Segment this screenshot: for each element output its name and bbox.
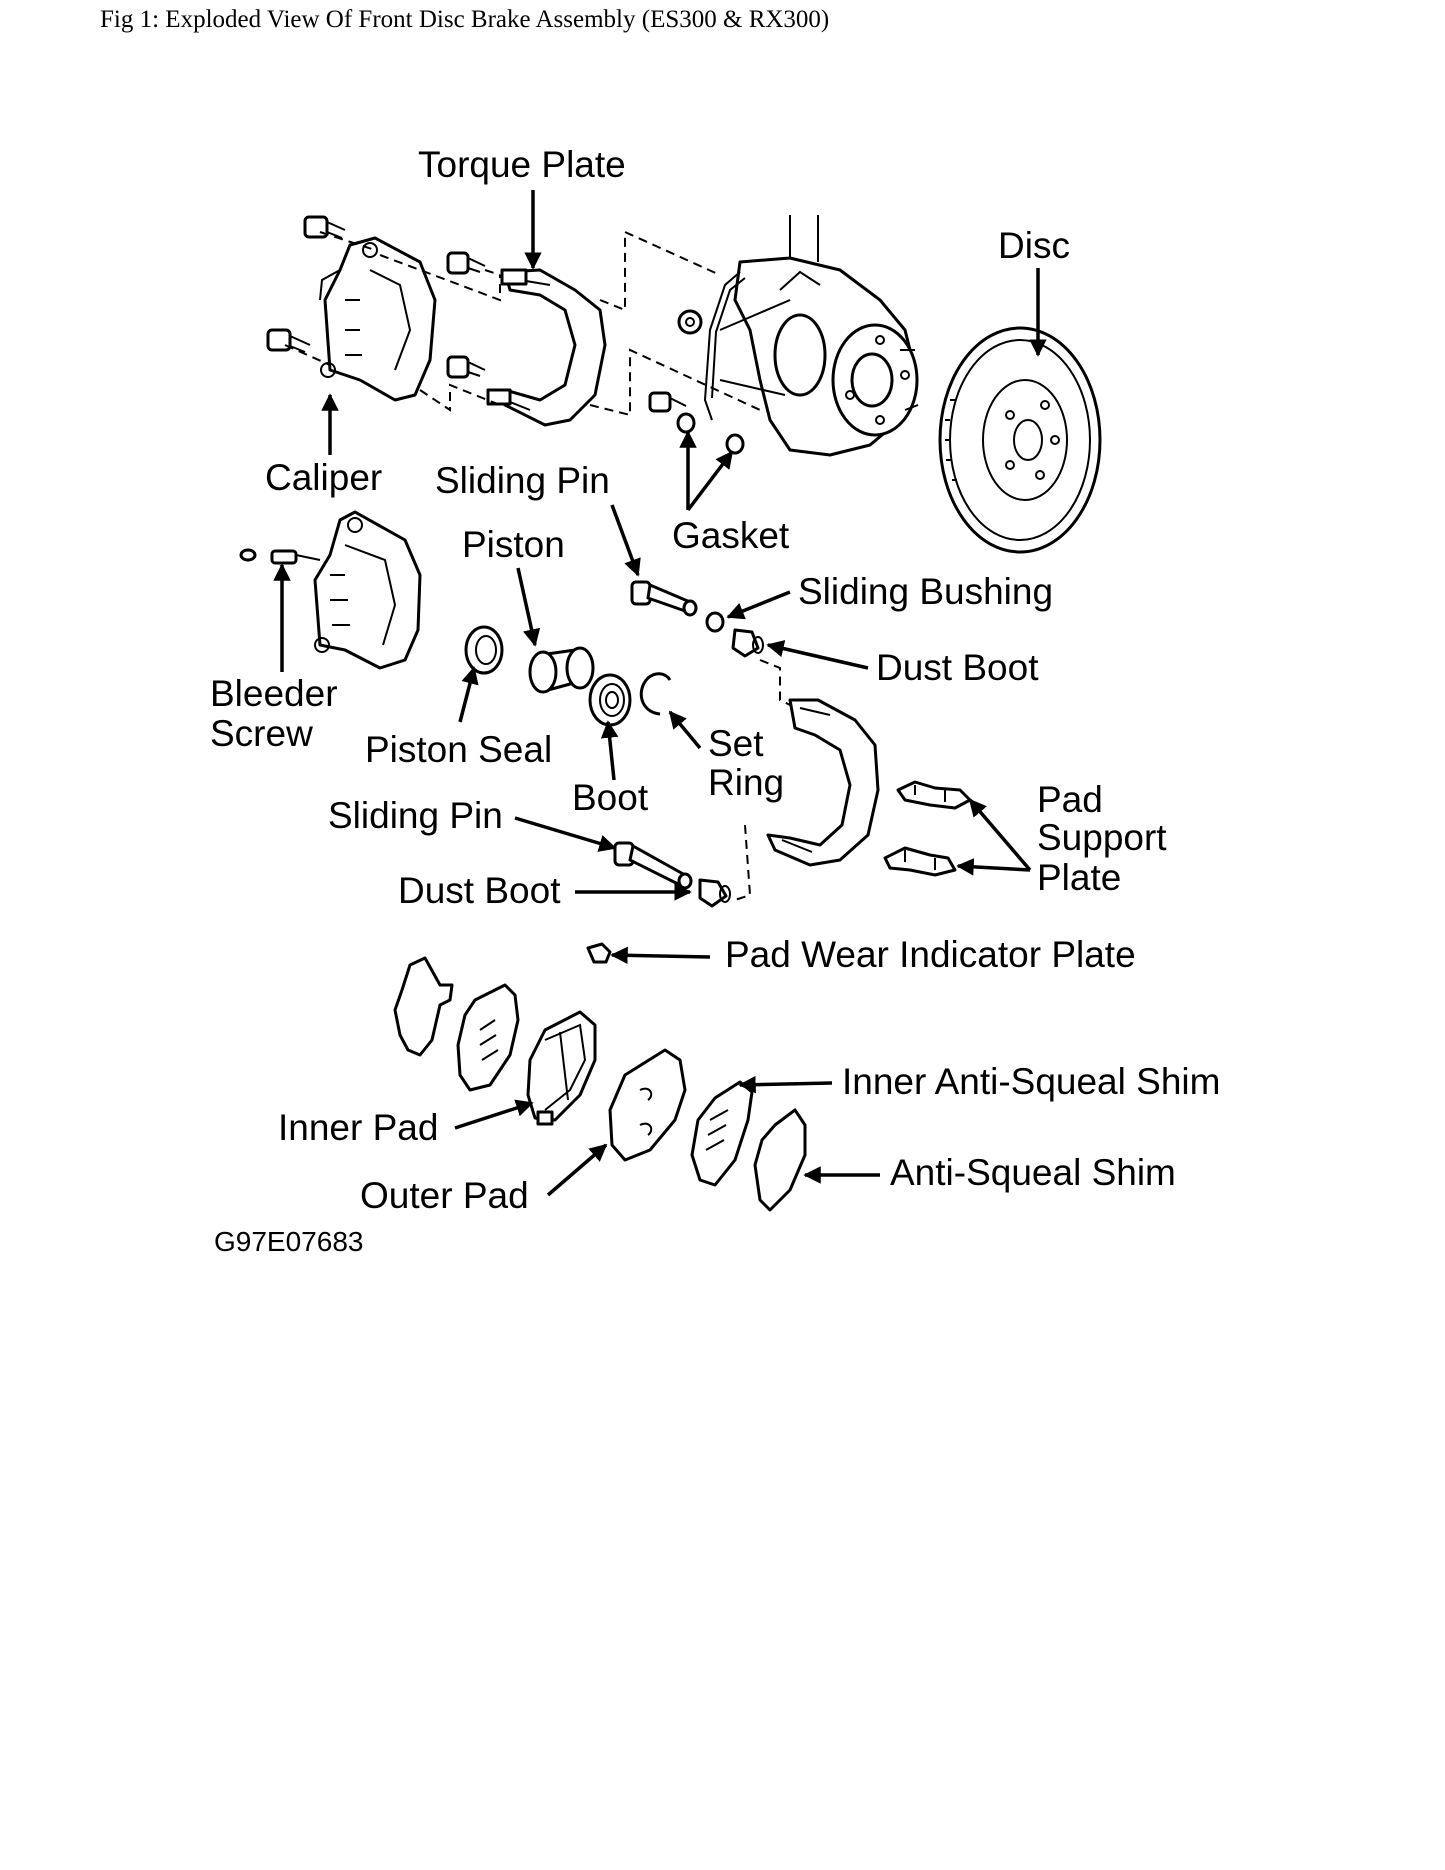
- label-dust-boot-bottom: Dust Boot: [398, 870, 561, 911]
- sliding-pin-top-part: [630, 580, 698, 617]
- label-pad-wear-indicator-plate: Pad Wear Indicator Plate: [725, 934, 1136, 975]
- torque-plate-bolt: [446, 251, 486, 275]
- piston-part: [528, 646, 595, 694]
- label-gasket: Gasket: [672, 515, 790, 556]
- label-boot: Boot: [572, 777, 649, 818]
- dust-boot-bottom-part: [698, 878, 731, 908]
- label-pad-support-plate-line3: Plate: [1037, 857, 1121, 898]
- inner-anti-squeal-shim-part: [690, 1080, 754, 1187]
- label-dust-boot-top: Dust Boot: [876, 647, 1039, 688]
- leader-arrows: [273, 190, 1047, 1197]
- label-bleeder-screw-line1: Bleeder: [210, 673, 338, 714]
- set-ring-part: [639, 672, 672, 716]
- label-sliding-pin-top: Sliding Pin: [435, 460, 610, 501]
- caliper-part: [319, 236, 437, 402]
- label-pad-support-plate-line1: Pad: [1037, 779, 1103, 820]
- disc-part: [938, 326, 1102, 554]
- caliper-bolt: [266, 328, 311, 353]
- pad-wear-indicator-plate-part: [586, 942, 612, 964]
- pad-support-plate-lower-part: [883, 846, 957, 877]
- pad-support-plate-upper-part: [896, 780, 972, 810]
- guide-line: [759, 659, 791, 706]
- label-outer-pad: Outer Pad: [360, 1175, 529, 1216]
- label-sliding-pin-bottom: Sliding Pin: [328, 795, 503, 836]
- label-sliding-bushing: Sliding Bushing: [798, 571, 1053, 612]
- caliper-middle-part: [313, 510, 422, 670]
- label-set-ring-line2: Ring: [708, 762, 784, 803]
- outer-inner-shim-part: [456, 983, 520, 1092]
- gasket-part: [676, 412, 745, 455]
- outer-anti-squeal-shim-part: [393, 956, 454, 1057]
- label-piston-seal: Piston Seal: [365, 729, 552, 770]
- boot-part: [588, 673, 632, 727]
- piston-seal-part: [464, 625, 504, 675]
- label-caliper: Caliper: [265, 457, 382, 498]
- caliper-bolt: [303, 215, 346, 239]
- label-torque-plate: Torque Plate: [418, 144, 626, 185]
- inner-pad-part: [526, 1010, 597, 1126]
- guide-line: [734, 824, 752, 901]
- assembly-guide-lines: [284, 230, 761, 417]
- steering-knuckle-part: [719, 215, 919, 457]
- label-inner-anti-squeal-shim: Inner Anti-Squeal Shim: [842, 1061, 1220, 1102]
- label-inner-pad: Inner Pad: [278, 1107, 438, 1148]
- bleeder-screw-part: [239, 548, 321, 565]
- anti-squeal-shim-part: [753, 1108, 807, 1212]
- torque-plate-part: [486, 268, 607, 427]
- outer-pad-part: [608, 1048, 687, 1162]
- figure-code: G97E07683: [214, 1226, 363, 1257]
- label-disc: Disc: [998, 225, 1070, 266]
- label-piston: Piston: [462, 524, 565, 565]
- label-bleeder-screw-line2: Screw: [210, 713, 313, 754]
- sliding-pin-bottom-part: [613, 841, 693, 890]
- brake-hose-part: [648, 271, 746, 421]
- dust-boot-top-part: [731, 628, 764, 658]
- label-pad-support-plate-line2: Support: [1037, 817, 1167, 858]
- figure-title: Fig 1: Exploded View Of Front Disc Brake…: [100, 6, 830, 33]
- label-set-ring-line1: Set: [708, 723, 764, 764]
- torque-plate-bolt: [446, 355, 486, 379]
- label-anti-squeal-shim: Anti-Squeal Shim: [890, 1152, 1176, 1193]
- caliper-bracket-part: [766, 698, 880, 867]
- sliding-bushing-part: [705, 611, 725, 633]
